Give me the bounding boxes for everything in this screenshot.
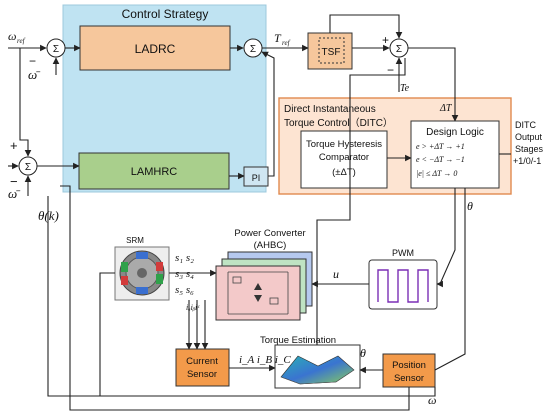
signal-wires bbox=[8, 14, 511, 411]
control-strategy-title: Control Strategy bbox=[122, 7, 209, 21]
switches-row-3: s₅ s₆ bbox=[175, 284, 194, 296]
sum-junction-torque-ref: Σ bbox=[243, 38, 263, 58]
tsf-inner bbox=[318, 37, 345, 64]
theta-label-bottom: θ bbox=[360, 346, 366, 360]
pi-label: PI bbox=[252, 173, 261, 183]
srm-label: SRM bbox=[126, 236, 144, 245]
theta-label-right: θ bbox=[467, 199, 473, 213]
u-label: u bbox=[333, 267, 339, 281]
converter-title-2: (AHBC) bbox=[254, 240, 287, 251]
position-sensor-line-1: Position bbox=[392, 360, 426, 371]
output-line-2: Output bbox=[515, 132, 543, 142]
svg-text:T: T bbox=[274, 31, 282, 45]
sum-junction-lower: Σ bbox=[18, 156, 38, 176]
switches-row-1: s₁ s₂ bbox=[175, 252, 194, 264]
ladrc-block bbox=[79, 25, 231, 71]
torque-estimation-label: Torque Estimation bbox=[260, 335, 336, 346]
output-line-3: Stages bbox=[515, 144, 544, 154]
design-logic-title: Design Logic bbox=[426, 127, 484, 138]
svg-text:Σ: Σ bbox=[25, 162, 31, 173]
design-logic-rule-1: e > +ΔT → +1 bbox=[416, 142, 465, 151]
omega-bar-label-top: ω̄ bbox=[28, 67, 41, 82]
svg-text:ref: ref bbox=[17, 37, 26, 45]
torque-surface-plot bbox=[274, 344, 361, 389]
svg-text:ref: ref bbox=[282, 39, 291, 47]
design-logic-rule-3: |e| ≤ ΔT → 0 bbox=[416, 169, 457, 178]
ditc-title-2: Torque Control（DITC） bbox=[284, 117, 393, 129]
hysteresis-line-2: Comparator bbox=[319, 152, 369, 163]
plus-sign-torque: + bbox=[382, 33, 389, 47]
minus-sign-left: − bbox=[10, 174, 18, 189]
plus-sign-left: + bbox=[10, 138, 18, 153]
srm-motor bbox=[114, 246, 170, 301]
svg-text:Σ: Σ bbox=[250, 44, 256, 55]
hysteresis-line-3: (±ΔT) bbox=[332, 167, 356, 178]
phase-currents-label: iₐiᵦiᶜ bbox=[186, 303, 200, 312]
sum-junction-speed: Σ bbox=[46, 38, 66, 58]
position-sensor-line-2: Sensor bbox=[394, 373, 424, 384]
minus-sign-torque: − bbox=[387, 63, 394, 77]
omega-bar-label-left: ω̄ bbox=[8, 186, 21, 201]
hysteresis-block bbox=[300, 130, 388, 189]
switches-row-2: s₃ s₄ bbox=[175, 268, 194, 280]
position-sensor-block bbox=[382, 353, 436, 388]
pwm-label: PWM bbox=[392, 248, 414, 258]
lamhrc-label: LAMHRC bbox=[131, 166, 178, 178]
hysteresis-line-1: Torque Hysteresis bbox=[306, 139, 382, 150]
output-line-4: +1/0/-1 bbox=[513, 156, 541, 166]
svg-text:Σ: Σ bbox=[396, 44, 402, 55]
converter-title-1: Power Converter bbox=[234, 228, 305, 239]
svg-text:Σ: Σ bbox=[53, 44, 59, 55]
current-sensor-block bbox=[175, 348, 230, 387]
iabc-label: i_A i_B i_C bbox=[239, 354, 291, 366]
power-converter bbox=[215, 251, 313, 321]
tsf-label: TSF bbox=[322, 47, 341, 58]
current-sensor-line-2: Sensor bbox=[187, 369, 217, 380]
omega-label-bottom: ω bbox=[428, 393, 436, 407]
t-ref-label: T ref bbox=[274, 31, 291, 47]
output-line-1: DITC bbox=[515, 120, 536, 130]
sum-junction-torque-error: Σ bbox=[389, 38, 409, 58]
theta-k-label: θ(k) bbox=[38, 208, 59, 223]
te-label: Te bbox=[400, 83, 410, 94]
ditc-title-1: Direct Instantaneous bbox=[284, 104, 376, 115]
design-logic-rule-2: e < −ΔT → −1 bbox=[416, 155, 465, 164]
svg-text:ω: ω bbox=[8, 29, 16, 43]
ditc-delta: ΔT bbox=[439, 103, 453, 114]
pwm-block bbox=[368, 259, 438, 310]
minus-sign-top: − bbox=[29, 54, 36, 68]
lamhrc-block bbox=[78, 152, 230, 190]
omega-ref-label: ω ref bbox=[8, 29, 26, 45]
ladrc-label: LADRC bbox=[135, 42, 176, 56]
current-sensor-line-1: Current bbox=[186, 356, 218, 367]
